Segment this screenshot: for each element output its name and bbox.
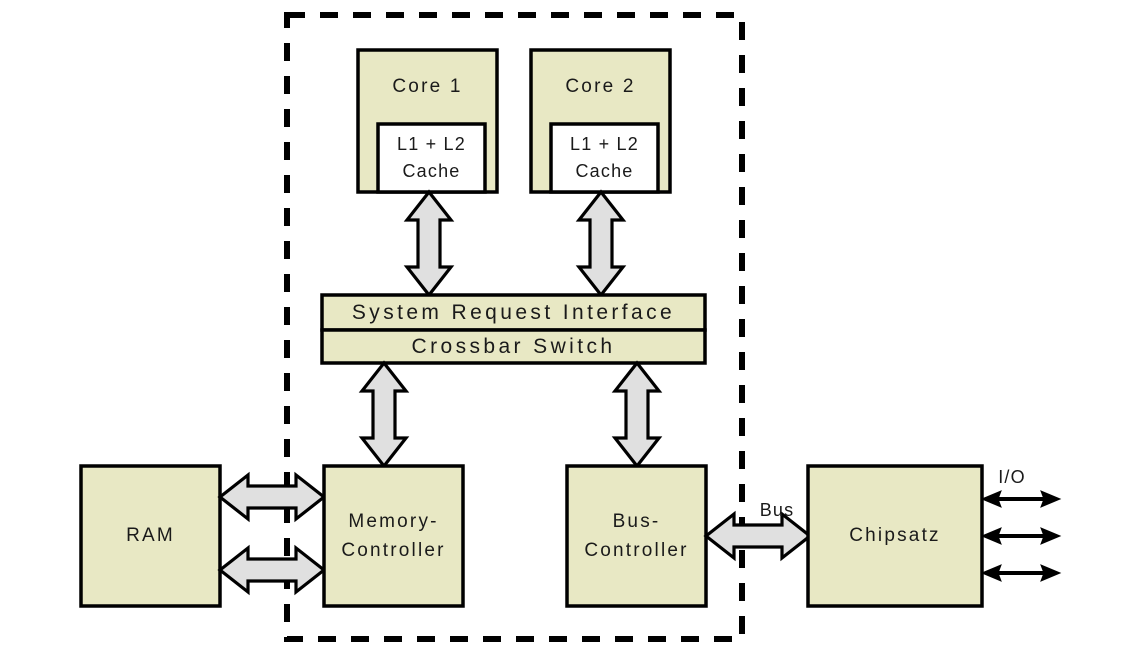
chipset-label: Chipsatz <box>849 525 941 546</box>
io-lane-2 <box>980 527 1062 545</box>
core-2-cache-box[interactable] <box>549 122 660 194</box>
chipset-group[interactable]: Chipsatz <box>806 464 984 608</box>
ram-box[interactable] <box>79 464 222 608</box>
memory-controller-group[interactable]: Memory- Controller <box>322 464 465 608</box>
core-1-cache-box[interactable] <box>376 122 487 194</box>
core-1-cache-line1: L1 + L2 <box>397 134 466 154</box>
ram-label: RAM <box>126 525 175 546</box>
core-1-cache-line2: Cache <box>402 161 460 181</box>
arrow-crossbar-to-bus-controller <box>611 360 663 469</box>
crossbar-switch-box[interactable] <box>320 328 707 365</box>
arrow-bus-controller-to-chipset <box>703 510 813 562</box>
ram-group[interactable]: RAM <box>79 464 222 608</box>
memory-controller-line1: Memory- <box>348 511 438 532</box>
core-2-label: Core 2 <box>565 76 635 97</box>
arrow-ram-to-memory-controller-lower <box>217 544 327 596</box>
arrow-crossbar-to-memory-controller <box>358 360 410 469</box>
core-2-cache-line1: L1 + L2 <box>570 134 639 154</box>
core-1-group[interactable]: Core 1 L1 + L2 Cache <box>356 48 499 194</box>
bus-controller-group[interactable]: Bus- Controller <box>565 464 708 608</box>
chipset-box[interactable] <box>806 464 984 608</box>
io-label: I/O <box>998 467 1026 487</box>
system-request-interface-label: System Request Interface <box>352 301 675 324</box>
bus-controller-line1: Bus- <box>613 511 661 532</box>
interconnect-group[interactable]: System Request Interface Crossbar Switch <box>320 293 707 365</box>
core-2-cache-line2: Cache <box>575 161 633 181</box>
bus-label: Bus <box>760 500 795 520</box>
io-lane-3 <box>980 564 1062 582</box>
memory-controller-box[interactable] <box>322 464 465 608</box>
arrow-core1-to-sri <box>403 189 455 298</box>
bus-controller-line2: Controller <box>584 540 688 561</box>
io-lane-1 <box>980 490 1062 508</box>
crossbar-switch-label: Crossbar Switch <box>412 335 616 358</box>
arrow-ram-to-memory-controller-upper <box>217 471 327 523</box>
memory-controller-line2: Controller <box>341 540 445 561</box>
core-1-label: Core 1 <box>392 76 462 97</box>
arrow-core2-to-sri <box>575 189 627 298</box>
package-boundary-dashed <box>284 12 745 642</box>
bus-controller-box[interactable] <box>565 464 708 608</box>
core-2-group[interactable]: Core 2 L1 + L2 Cache <box>529 48 672 194</box>
